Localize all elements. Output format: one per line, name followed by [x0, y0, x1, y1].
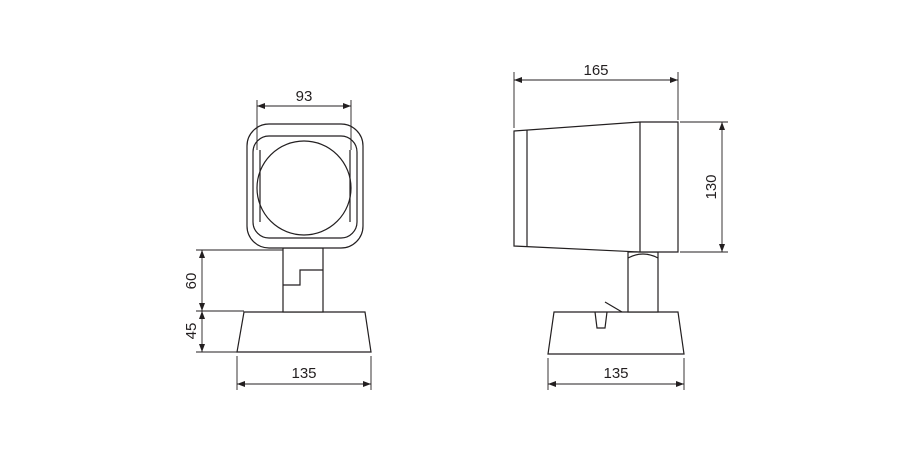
front-lens-frame — [259, 150, 351, 222]
dim-front-base-45: 45 — [183, 311, 237, 353]
label-front-base-height: 45 — [183, 323, 200, 340]
label-front-base-width: 135 — [291, 365, 316, 382]
label-side-length: 165 — [583, 62, 608, 79]
front-neck-joint — [283, 269, 323, 286]
side-stem — [627, 251, 659, 313]
dim-side-height-130: 130 — [680, 121, 728, 253]
label-front-width: 93 — [296, 88, 313, 105]
side-base — [547, 311, 685, 355]
side-head — [513, 121, 679, 253]
label-front-neck: 60 — [183, 273, 200, 290]
front-neck — [282, 247, 324, 313]
dim-front-width-93: 93 — [256, 88, 352, 150]
side-base-slot — [594, 311, 608, 329]
label-side-base-width: 135 — [603, 365, 628, 382]
label-side-height: 130 — [703, 174, 720, 199]
front-base — [236, 311, 372, 353]
front-head-outer — [246, 123, 364, 249]
side-view — [513, 121, 685, 355]
front-head-inner — [252, 135, 358, 239]
front-lens — [256, 140, 352, 236]
side-base-top — [604, 301, 623, 313]
dim-front-neck-60: 60 — [183, 249, 283, 312]
dim-front-base-135: 135 — [236, 356, 372, 390]
front-view — [236, 123, 372, 353]
dim-side-base-135: 135 — [547, 358, 685, 390]
side-stem-cap — [627, 253, 659, 259]
dim-side-length-165: 165 — [513, 62, 679, 128]
